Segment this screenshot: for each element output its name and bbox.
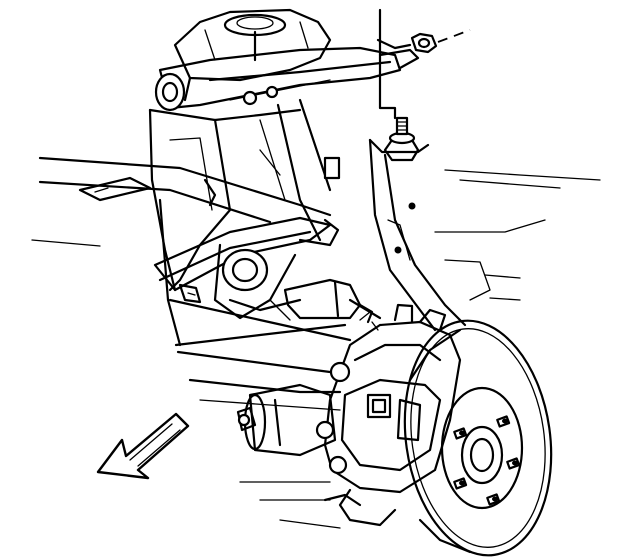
ball-joint-nut [378,10,470,118]
wheel-studs [454,416,519,504]
steering-knuckle [370,140,465,330]
upper-ball-joint [385,118,418,160]
brake-rotor [390,311,565,558]
frame-rail [32,158,600,528]
front-direction-arrow-icon [98,414,188,478]
shock-absorber [80,100,339,290]
upper-control-arm [156,48,418,110]
lower-shock-body [238,385,335,455]
lower-control-arm [155,218,338,320]
wheel-hub [442,388,522,508]
